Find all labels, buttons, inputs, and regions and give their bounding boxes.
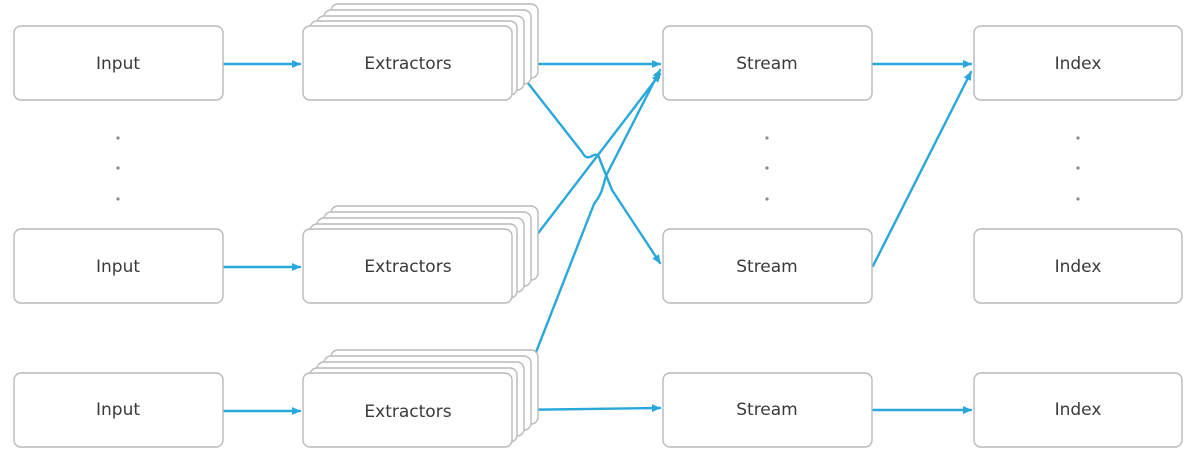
extractors-stack: Extractors [302, 205, 539, 304]
input-box: Input [13, 25, 224, 101]
input-label: Input [96, 54, 140, 74]
index-label: Index [1055, 400, 1102, 420]
ellipsis-stream [765, 136, 769, 201]
connector-stream2-index1 [871, 70, 973, 268]
extractors-label: Extractors [364, 54, 451, 74]
stream-label: Stream [736, 400, 798, 420]
ellipsis-index [1076, 136, 1080, 201]
connector-extractors3-stream1 [511, 68, 662, 413]
input-box: Input [13, 228, 224, 304]
ellipsis-input [116, 136, 120, 201]
stream-label: Stream [736, 257, 798, 277]
input-box: Input [13, 372, 224, 448]
stream-label: Stream [736, 54, 798, 74]
input-label: Input [96, 400, 140, 420]
extractors-stack: Extractors [302, 349, 539, 448]
index-box: Index [973, 25, 1183, 101]
stream-box: Stream [662, 372, 873, 448]
extractors-label: Extractors [364, 402, 451, 422]
input-label: Input [96, 257, 140, 277]
extractors-label: Extractors [364, 257, 451, 277]
connector-extractors1-stream2 [511, 62, 662, 265]
index-label: Index [1055, 257, 1102, 277]
index-box: Index [973, 228, 1183, 304]
index-label: Index [1055, 54, 1102, 74]
extractors-stack: Extractors [302, 3, 539, 101]
stream-box: Stream [662, 228, 873, 304]
stream-box: Stream [662, 25, 873, 101]
index-box: Index [973, 372, 1183, 448]
